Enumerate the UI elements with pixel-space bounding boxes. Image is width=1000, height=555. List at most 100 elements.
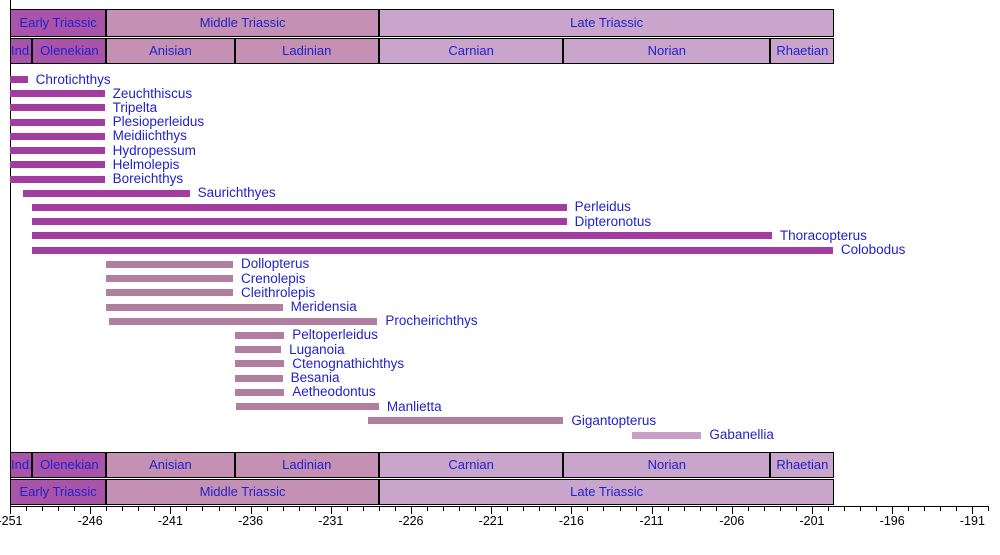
major-tick (731, 507, 733, 514)
axis-tick-label: -241 (157, 514, 183, 528)
minor-tick (234, 507, 236, 511)
taxon-bar-meidiichthys (10, 132, 105, 140)
taxon-label-dipteronotus: Dipteronotus (574, 213, 652, 229)
stage-cell-rhaetian: Rhaetian (770, 38, 835, 64)
taxon-bar-manlietta (236, 403, 379, 411)
taxon-bar-besania (234, 374, 283, 382)
taxon-label-zeuchthiscus: Zeuchthiscus (112, 85, 193, 101)
minor-tick (683, 507, 685, 511)
taxon-label-peltoperleidus: Peltoperleidus (292, 327, 378, 343)
minor-tick (507, 507, 509, 511)
axis-tick-label: -196 (879, 514, 905, 528)
minor-tick (908, 507, 910, 511)
minor-tick (555, 507, 557, 511)
minor-tick (106, 507, 108, 511)
epoch-cell-middletriassic: Middle Triassic (106, 9, 379, 37)
stage-cell-ind: Ind. (10, 452, 33, 478)
taxon-bar-boreichthys (10, 175, 105, 183)
major-tick (411, 507, 412, 514)
major-tick (571, 507, 573, 514)
minor-tick (138, 507, 140, 511)
minor-tick (475, 507, 477, 511)
minor-tick (42, 507, 44, 511)
minor-tick (844, 507, 846, 511)
major-tick (651, 507, 653, 514)
minor-tick (747, 507, 749, 511)
taxon-label-tripelta: Tripelta (112, 99, 158, 115)
taxon-label-gigantopterus: Gigantopterus (571, 412, 657, 428)
taxon-bar-zeuchthiscus (10, 90, 105, 98)
minor-tick (828, 507, 830, 511)
taxon-label-dollopterus: Dollopterus (240, 256, 310, 272)
taxon-bar-ctenognathichthys (234, 360, 285, 368)
taxon-label-meidiichthys: Meidiichthys (112, 128, 187, 144)
major-tick (330, 507, 332, 514)
taxon-bar-chrotichthys (10, 76, 28, 83)
major-tick (10, 507, 11, 514)
minor-tick (378, 507, 380, 511)
stage-cell-anisian: Anisian (106, 38, 235, 64)
stage-cell-norian: Norian (563, 452, 771, 478)
taxon-bar-helmolepis (10, 161, 105, 169)
taxon-bar-peltoperleidus (234, 331, 285, 339)
axis-tick-label: -236 (238, 514, 264, 528)
taxon-label-colobodus: Colobodus (840, 242, 906, 258)
taxon-label-procheirichthys: Procheirichthys (385, 313, 478, 329)
major-tick (892, 507, 894, 514)
minor-tick (779, 507, 781, 511)
stage-cell-rhaetian: Rhaetian (770, 452, 835, 478)
minor-tick (924, 507, 926, 511)
minor-tick (314, 507, 316, 511)
minor-tick (346, 507, 348, 511)
minor-tick (940, 507, 942, 511)
epoch-cell-earlytriassic: Early Triassic (10, 9, 107, 37)
axis-tick-label: -246 (77, 514, 103, 528)
epoch-cell-earlytriassic: Early Triassic (10, 479, 107, 505)
axis-tick-label: -251 (0, 514, 23, 528)
stage-cell-ladinian: Ladinian (234, 38, 379, 64)
taxon-label-aetheodontus: Aetheodontus (292, 384, 376, 400)
minor-tick (988, 507, 990, 511)
minor-tick (443, 507, 445, 511)
minor-tick (619, 507, 621, 511)
minor-tick (699, 507, 701, 511)
minor-tick (459, 507, 461, 511)
major-tick (972, 507, 974, 514)
axis-tick-label: -216 (558, 514, 584, 528)
y-axis-line (10, 0, 11, 506)
axis-tick-label: -221 (478, 514, 504, 528)
taxon-label-boreichthys: Boreichthys (112, 171, 184, 187)
axis-tick-label: -206 (719, 514, 745, 528)
taxon-bar-aetheodontus (234, 388, 285, 396)
taxon-bar-dipteronotus (32, 218, 567, 226)
minor-tick (795, 507, 797, 511)
minor-tick (603, 507, 605, 511)
taxon-label-saurichthyes: Saurichthyes (197, 185, 276, 201)
taxon-label-perleidus: Perleidus (574, 199, 631, 215)
major-tick (812, 507, 813, 514)
taxon-label-crenolepis: Crenolepis (240, 270, 306, 286)
taxon-label-ctenognathichthys: Ctenognathichthys (292, 355, 405, 371)
minor-tick (394, 507, 396, 511)
minor-tick (763, 507, 765, 511)
minor-tick (266, 507, 268, 511)
epoch-cell-latetriassic: Late Triassic (378, 479, 835, 505)
taxon-bar-perleidus (32, 203, 567, 211)
stage-cell-anisian: Anisian (106, 452, 235, 478)
taxon-bar-meridensia (106, 303, 283, 311)
stage-cell-carnian: Carnian (378, 38, 564, 64)
epoch-cell-middletriassic: Middle Triassic (106, 479, 379, 505)
minor-tick (74, 507, 76, 511)
minor-tick (282, 507, 284, 511)
taxon-label-luganoia: Luganoia (289, 341, 345, 357)
taxon-bar-thoracopterus (32, 232, 772, 240)
minor-tick (539, 507, 541, 511)
taxon-label-hydropessum: Hydropessum (112, 142, 196, 158)
minor-tick (715, 507, 717, 511)
axis-tick-label: -211 (639, 514, 664, 528)
taxon-bar-crenolepis (106, 275, 233, 283)
axis-tick-label: -201 (799, 514, 825, 528)
stage-cell-carnian: Carnian (378, 452, 564, 478)
taxon-label-meridensia: Meridensia (290, 299, 357, 315)
taxon-bar-saurichthyes (22, 189, 190, 197)
